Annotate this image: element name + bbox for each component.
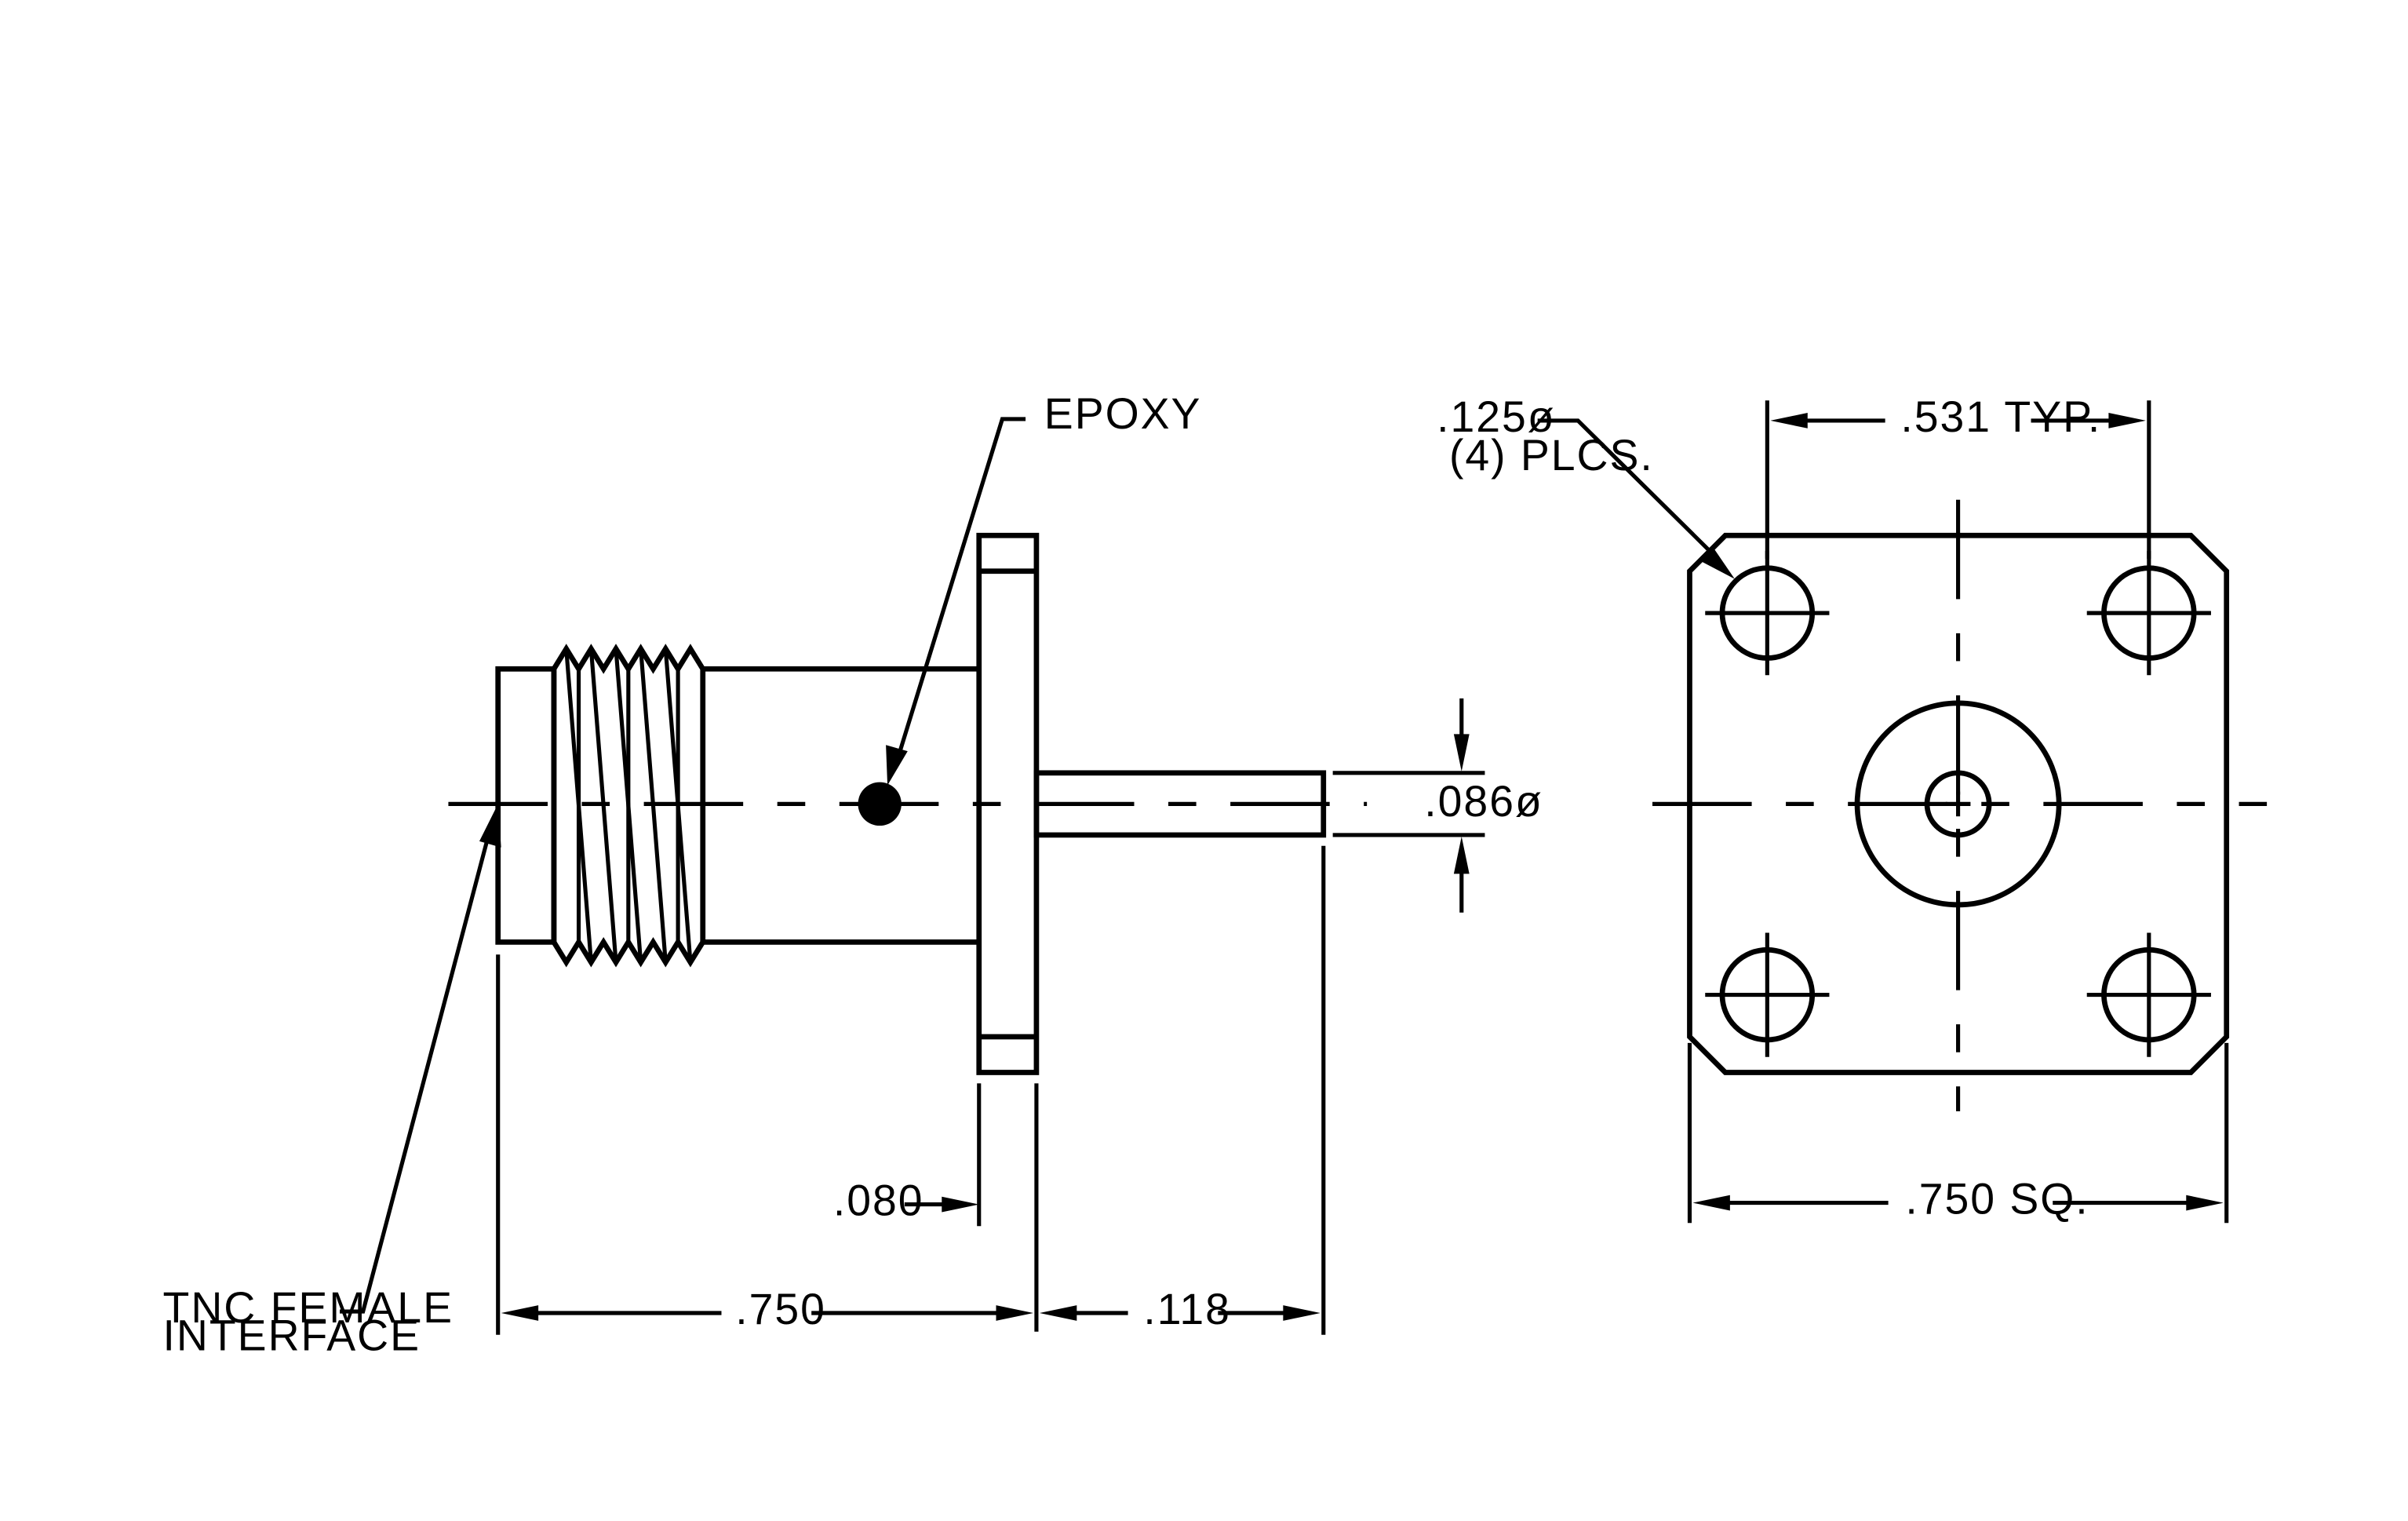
center-pin: [1033, 770, 1327, 838]
epoxy-callout: EPOXY: [886, 389, 1202, 786]
center-pin-circle: [1924, 770, 1992, 838]
flange-size-dimension: .750 SQ.: [1687, 1042, 2229, 1223]
dielectric-circle: [1854, 700, 2062, 908]
hole-count-label: (4) PLCS.: [1449, 431, 1654, 480]
flange-square: [1687, 532, 2230, 1075]
flange-thickness-label: .080: [833, 1176, 924, 1224]
hole-diameter-label: .125ø: [1437, 392, 1555, 441]
side-view: [448, 532, 1368, 1075]
flange-thickness-dimension: .080: [833, 1083, 1039, 1332]
hole-spacing-dimension: .531 TYP.: [1765, 392, 2151, 559]
mounting-hole-top-left: [1705, 551, 1830, 676]
thread-lines: [564, 648, 693, 963]
hole-spacing-label: .531 TYP.: [1900, 392, 2101, 441]
epoxy-label: EPOXY: [1044, 389, 1202, 438]
interface-label-line1: TNC FEMALE: [163, 1283, 454, 1332]
mounting-hole-top-right: [2086, 551, 2211, 676]
pin-length-dimension: .118: [1039, 845, 1326, 1335]
interface-label-line2: INTERFACE: [163, 1311, 421, 1359]
mounting-hole-bottom-left: [1705, 932, 1830, 1057]
body-length-dimension: .750: [496, 954, 1033, 1335]
pin-diameter-dimension: .086ø: [1332, 698, 1543, 913]
pin-diameter-label: .086ø: [1424, 777, 1543, 826]
flange-size-label: .750 SQ.: [1905, 1174, 2089, 1223]
epoxy-dot: [858, 782, 902, 826]
body-length-label: .750: [735, 1285, 826, 1333]
hole-callout: .125ø (4) PLCS.: [1437, 392, 1735, 579]
mounting-hole-bottom-right: [2086, 932, 2211, 1057]
interface-callout: TNC FEMALE INTERFACE: [163, 804, 501, 1359]
front-view: [1652, 499, 2268, 1111]
connector-body: [702, 666, 979, 945]
pin-length-label: .118: [1143, 1285, 1231, 1333]
